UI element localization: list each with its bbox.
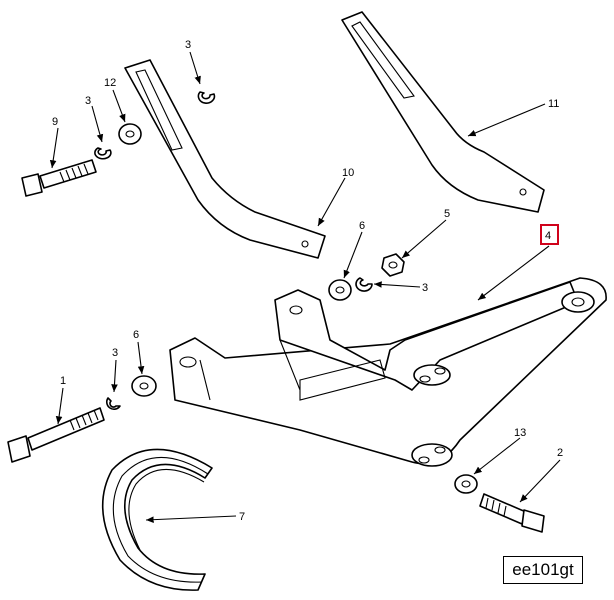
lock-washer-part-3b [197,91,216,104]
callout-13: 13 [514,427,526,439]
callout-7: 7 [239,511,245,523]
callout-2: 2 [557,447,563,459]
callout-12: 12 [104,77,116,89]
bolt-part-1 [7,407,105,463]
bolt-part-2 [479,493,545,533]
bolt-part-9 [21,159,97,197]
callout-3-lower: 3 [112,347,118,359]
callout-3-top: 3 [185,39,191,51]
lock-washer-part-3d [105,397,121,410]
callout-6-lower: 6 [133,329,139,341]
figure-code-label: ee101gt [503,556,583,584]
callout-9: 9 [52,116,58,128]
lock-washer-part-3a [94,147,112,160]
main-bracket-part-4 [169,277,607,467]
lock-washer-part-3c [355,277,373,292]
bracket-part-10 [124,59,326,259]
highlight-box [540,224,559,245]
washer-part-6a [328,279,352,301]
callout-6-center: 6 [359,220,365,232]
washer-part-6b [131,375,157,397]
callout-5: 5 [444,208,450,220]
callout-11: 11 [548,98,559,110]
washer-part-13 [454,474,478,494]
callout-1: 1 [60,375,66,387]
leader-lines [49,51,561,523]
nut-part-5 [381,253,405,277]
bracket-part-11 [341,11,545,213]
callout-labels: 9 3 12 3 10 11 6 5 3 1 3 6 13 2 7 4 [52,39,563,523]
callout-10: 10 [342,167,354,179]
callout-3-bolt9: 3 [85,95,91,107]
belt-part-7 [101,448,213,591]
callout-4: 4 [545,230,551,242]
washer-part-12 [118,123,142,145]
callout-3-center: 3 [422,282,428,294]
